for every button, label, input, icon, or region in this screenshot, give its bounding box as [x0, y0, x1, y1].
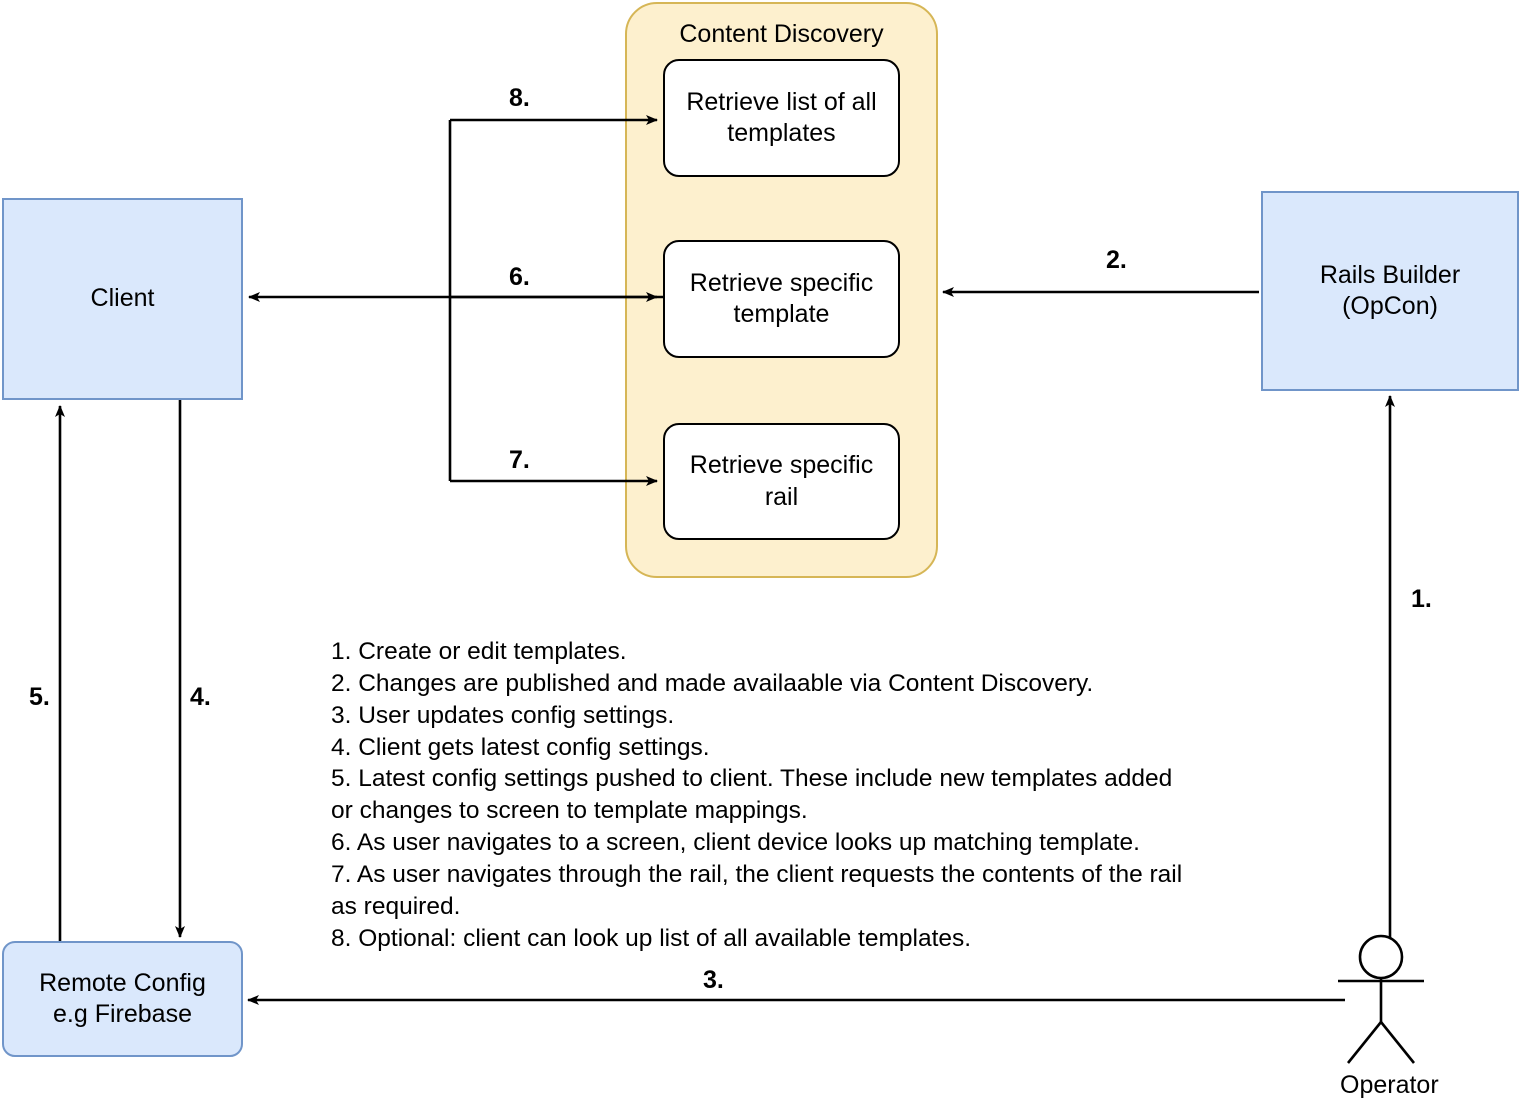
edge-label-2: 2. — [1106, 246, 1127, 274]
node-remote-config[interactable]: Remote Config e.g Firebase — [2, 941, 243, 1057]
legend-steps: 1. Create or edit templates. 2. Changes … — [331, 638, 1183, 952]
edge-label-4: 4. — [190, 683, 211, 711]
edge-label-7: 7. — [509, 446, 530, 474]
node-retrieve-list-of-all-templates[interactable]: Retrieve list of all templates — [663, 59, 900, 177]
operator-label: Operator — [1340, 1071, 1439, 1099]
group-content-discovery-title: Content Discovery — [679, 20, 884, 48]
edge-label-1: 1. — [1411, 585, 1432, 613]
node-retrieve-specific-template[interactable]: Retrieve specific template — [663, 240, 900, 358]
operator-icon — [1338, 934, 1424, 1064]
edge-label-3: 3. — [703, 966, 724, 994]
node-rails-builder[interactable]: Rails Builder (OpCon) — [1261, 191, 1519, 391]
edge-label-8: 8. — [509, 84, 530, 112]
edge-label-5: 5. — [29, 683, 50, 711]
edge-label-6: 6. — [509, 263, 530, 291]
node-client[interactable]: Client — [2, 198, 243, 400]
node-retrieve-specific-rail[interactable]: Retrieve specific rail — [663, 423, 900, 540]
